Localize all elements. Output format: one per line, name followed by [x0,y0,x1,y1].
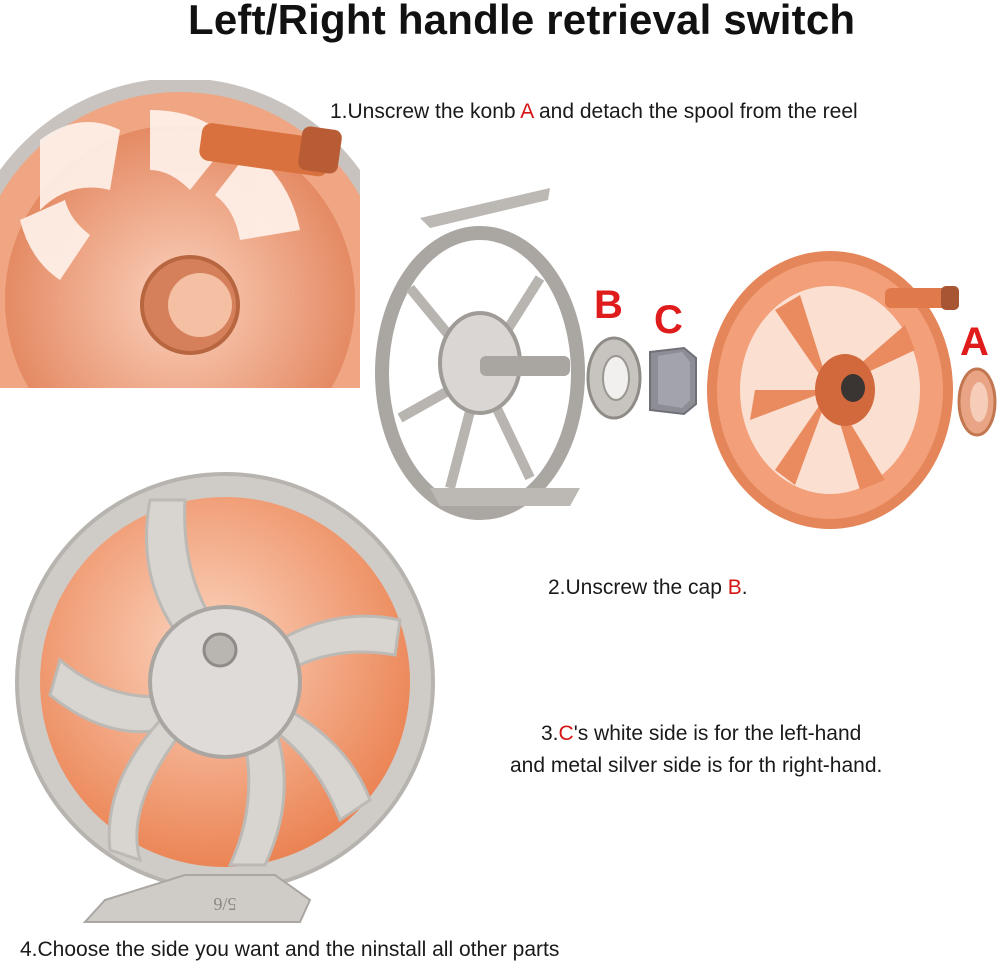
step-3-line-1: 3.C's white side is for the left-hand [541,718,861,750]
step-4-text: 4.Choose the side you want and the ninst… [20,938,560,961]
step-3-line-2: and metal silver side is for th right-ha… [510,754,883,777]
reel-size-marking: 5/6 [213,894,236,914]
step-1-mark: A [520,100,534,123]
part-label-a: A [960,320,989,364]
step-2-post: . [741,576,748,599]
part-label-c: C [654,298,683,342]
knob-a-image [957,367,997,437]
step-1-post: and detach the spool from the reel [533,100,858,123]
step-3-mark: C [558,722,574,745]
cap-b-image [586,336,642,420]
closeup-reel-image [0,80,360,388]
step-1-text: 1.Unscrew the konb A and detach the spoo… [330,96,858,128]
step-2-text: 2.Unscrew the cap B. [548,572,748,604]
spool-image [707,251,959,529]
assembled-reel-image: 5/6 [15,472,435,923]
step-1-pre: 1.Unscrew the konb [330,100,521,123]
reel-frame-image [375,188,585,520]
part-label-b: B [594,283,623,327]
part-c-image [649,346,697,416]
step-2-mark: B [727,576,742,599]
step-3-pre: 3. [541,722,559,745]
step-3-post: 's white side is for the left-hand [573,722,862,745]
step-2-pre: 2.Unscrew the cap [548,576,728,599]
page-title: Left/Right handle retrieval switch [188,0,856,43]
